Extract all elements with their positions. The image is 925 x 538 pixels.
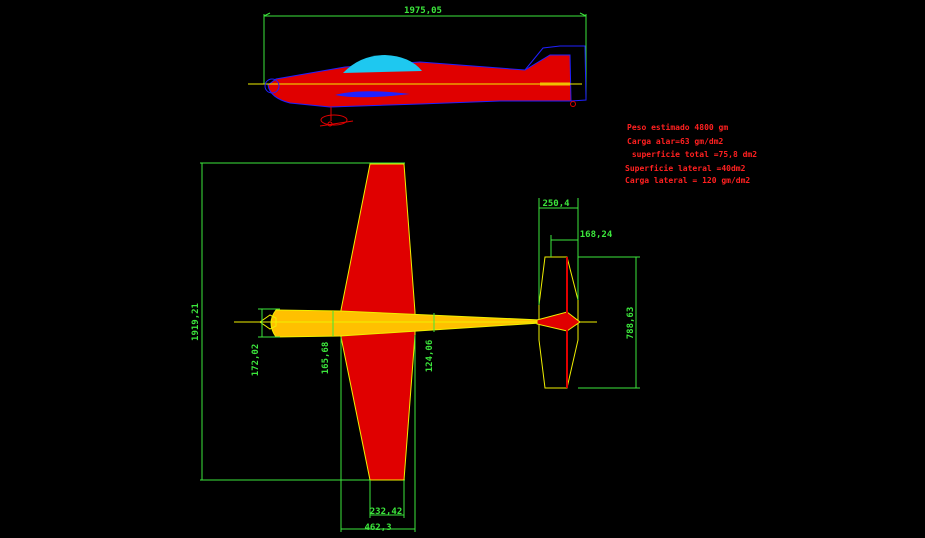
note-lateral-area: Superficie lateral =40dm2 (625, 163, 746, 173)
chord-dimensions (340, 335, 416, 532)
stab-span-label: 788,63 (626, 307, 636, 340)
fuselage-side (267, 54, 572, 108)
wingspan-label: 1919,21 (191, 303, 201, 341)
note-wing-load: Carga alar=63 gm/dm2 (627, 137, 724, 146)
fuselage-tail-label: 124,06 (425, 340, 435, 373)
note-lateral-load: Carga lateral = 120 gm/dm2 (625, 176, 750, 185)
note-total-area: superficie total =75,8 dm2 (627, 149, 757, 159)
wing-side (335, 91, 410, 98)
top-view: 1919,21 250,4 168,24 788,63 (191, 162, 640, 533)
root-offset-label: 172,02 (251, 344, 261, 377)
canopy (343, 55, 422, 73)
stab-tip-label: 168,24 (580, 230, 613, 240)
fuselage-width-dimensions (258, 308, 435, 338)
note-weight: Peso estimado 4800 gm (627, 122, 728, 132)
fuselage-root-label: 165,68 (321, 342, 331, 375)
spinner (264, 78, 280, 94)
tip-chord-label: 232,42 (370, 507, 403, 517)
stab-root-label: 250,4 (542, 199, 570, 209)
tail-wheel (570, 101, 576, 107)
notes-block: Peso estimado 4800 gm Carga alar=63 gm/d… (625, 122, 757, 185)
side-view: 1975,05 (248, 6, 587, 127)
root-chord-label: 462,3 (364, 523, 391, 533)
rudder-outline (524, 45, 587, 102)
length-label: 1975,05 (404, 6, 442, 16)
stab-dimensions (538, 198, 640, 389)
landing-gear (319, 107, 354, 127)
